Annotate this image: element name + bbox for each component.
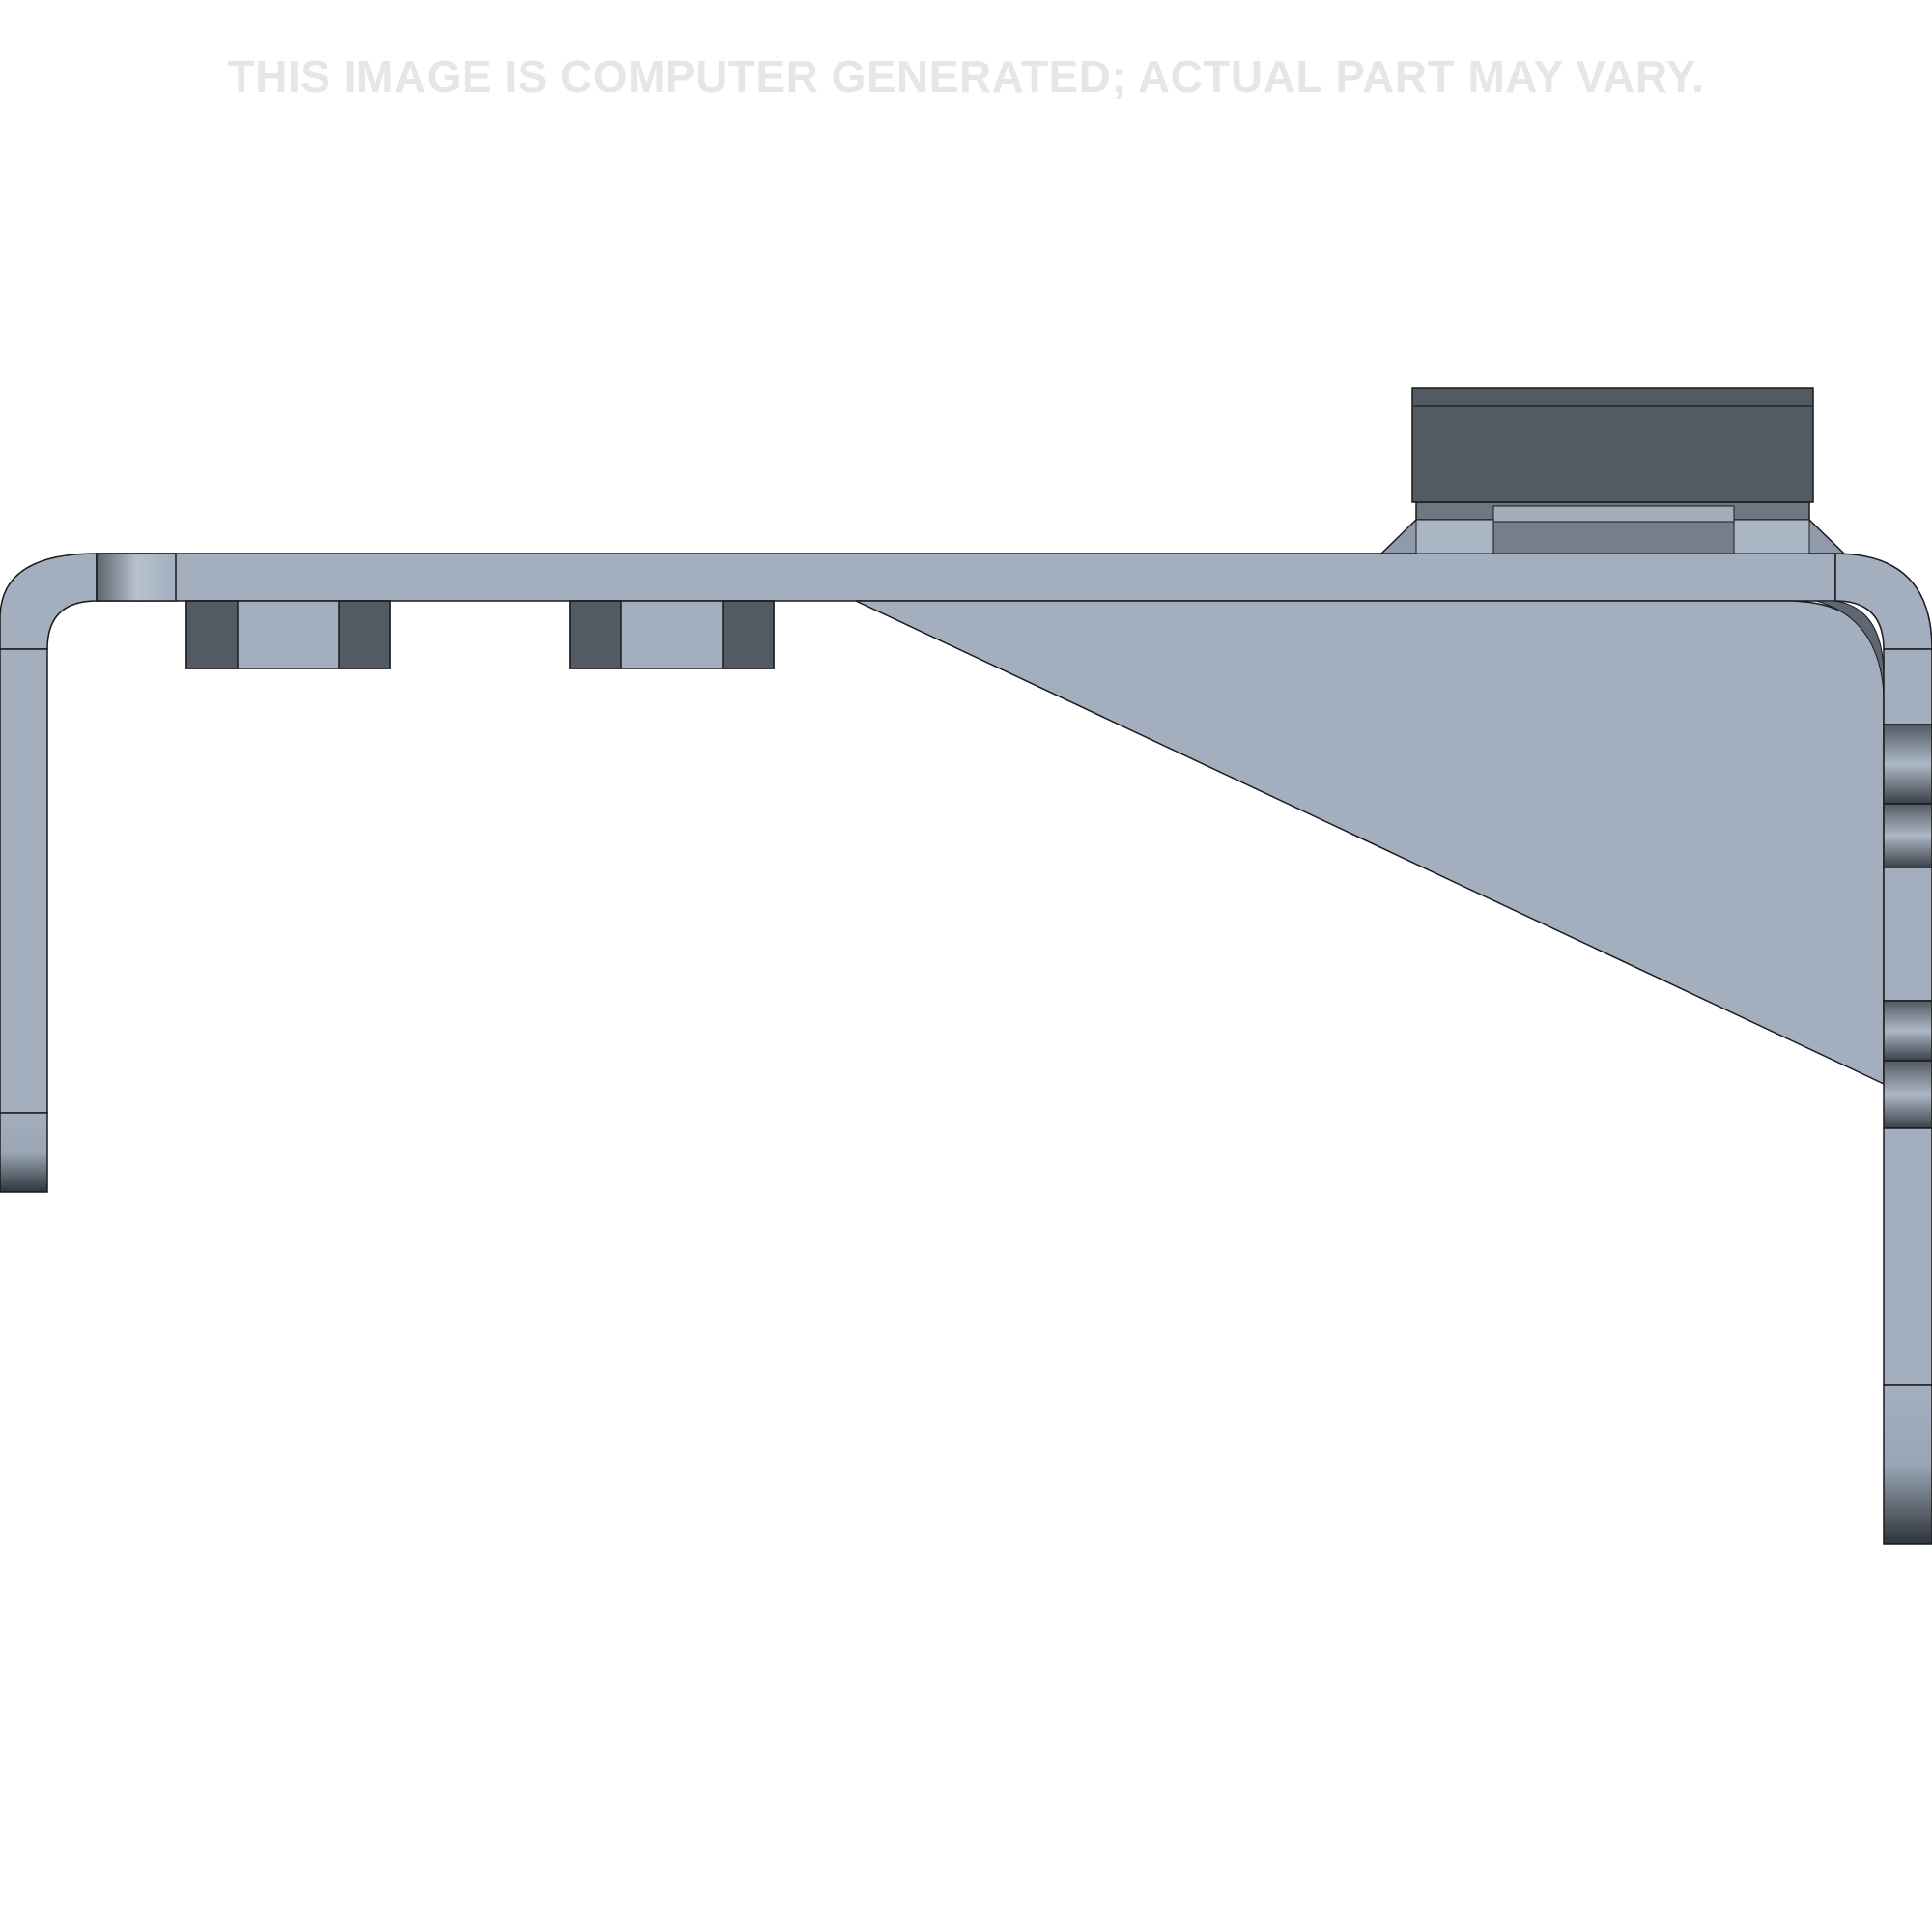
top-mount-block (1379, 387, 1846, 554)
disclaimer-text: THIS IMAGE IS COMPUTER GENERATED; ACTUAL… (227, 51, 1705, 101)
gusset-plate (855, 600, 1885, 1086)
top-plate (96, 553, 1836, 602)
right-leg (1834, 553, 1932, 1545)
lower-tab-middle (569, 600, 775, 669)
left-leg (0, 553, 98, 1193)
lower-tab-left (185, 600, 391, 669)
